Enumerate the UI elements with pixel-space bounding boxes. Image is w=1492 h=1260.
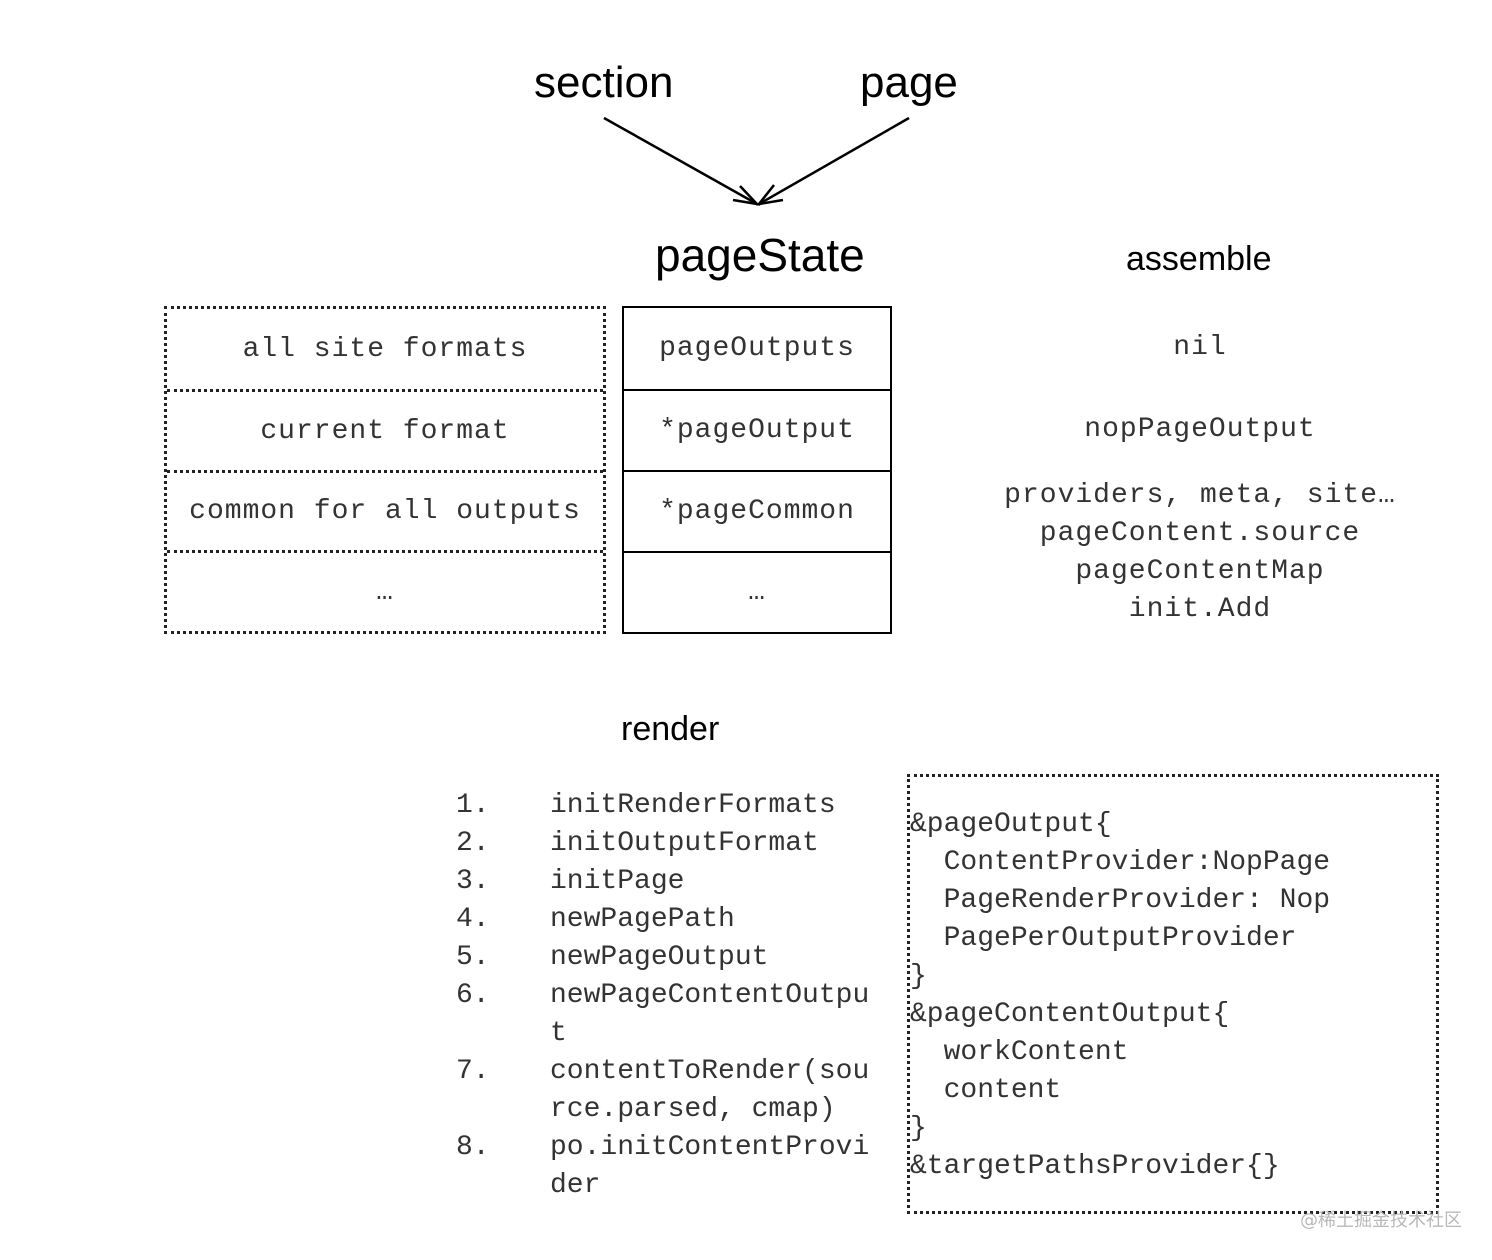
- page-arrow: [756, 116, 910, 206]
- render-title: render: [621, 710, 720, 748]
- code-line: content: [910, 1075, 1062, 1106]
- pagestate-cell: *pageOutput: [624, 389, 890, 470]
- render-step-text: initOutputFormat: [550, 828, 819, 859]
- code-line: PagePerOutputProvider: [910, 923, 1297, 954]
- code-box: [907, 774, 1439, 1214]
- code-line: ContentProvider:NopPage: [910, 847, 1331, 878]
- code-line: &targetPathsProvider{}: [910, 1151, 1280, 1182]
- watermark: @稀土掘金技术社区: [1300, 1210, 1462, 1231]
- render-step-number: 5.: [456, 942, 490, 973]
- section-arrow: [603, 116, 761, 206]
- pagestate-cell: *pageCommon: [624, 470, 890, 551]
- pagestate-table: pageOutputs *pageOutput *pageCommon …: [622, 306, 892, 634]
- code-line: }: [910, 961, 927, 992]
- code-line: workContent: [910, 1037, 1129, 1068]
- assemble-item: nopPageOutput: [1084, 414, 1316, 445]
- description-cell: all site formats: [242, 333, 528, 365]
- render-step-text: initPage: [550, 866, 685, 897]
- render-step-number: 3.: [456, 866, 490, 897]
- assemble-item: nil: [1173, 332, 1227, 363]
- assemble-title: assemble: [1126, 240, 1272, 278]
- description-cell: common for all outputs: [167, 469, 603, 551]
- render-step-number: 4.: [456, 904, 490, 935]
- description-cell: …: [167, 550, 603, 631]
- code-line: &pageContentOutput{: [910, 999, 1230, 1030]
- render-step-number: 2.: [456, 828, 490, 859]
- render-step-text: po.initContentProvi: [550, 1132, 870, 1163]
- code-line: &pageOutput{: [910, 809, 1112, 840]
- description-cell: current format: [167, 389, 603, 470]
- description-table: all site formats current format common f…: [164, 306, 606, 634]
- assemble-item: pageContent.source: [1039, 518, 1361, 549]
- assemble-item: pageContentMap: [1075, 556, 1325, 587]
- render-step-number: 7.: [456, 1056, 490, 1087]
- render-step-number: 6.: [456, 980, 490, 1011]
- render-step-text: der: [550, 1170, 601, 1201]
- render-step-text: t: [550, 1018, 567, 1049]
- assemble-item: init.Add: [1128, 594, 1272, 625]
- render-step-text: newPageContentOutpu: [550, 980, 870, 1011]
- pagestate-title: pageState: [655, 229, 865, 281]
- section-label: section: [534, 58, 674, 107]
- code-line: PageRenderProvider: Nop: [910, 885, 1331, 916]
- pagestate-cell: …: [624, 551, 890, 632]
- code-line: }: [910, 1113, 927, 1144]
- render-step-text: newPageOutput: [550, 942, 769, 973]
- pagestate-cell: pageOutputs: [659, 333, 855, 364]
- render-step-text: initRenderFormats: [550, 790, 836, 821]
- render-step-text: newPagePath: [550, 904, 735, 935]
- render-step-number: 8.: [456, 1132, 490, 1163]
- render-step-text: rce.parsed, cmap): [550, 1094, 836, 1125]
- page-label: page: [860, 58, 958, 107]
- render-step-number: 1.: [456, 790, 490, 821]
- render-step-text: contentToRender(sou: [550, 1056, 870, 1087]
- assemble-item: providers, meta, site…: [1004, 480, 1396, 511]
